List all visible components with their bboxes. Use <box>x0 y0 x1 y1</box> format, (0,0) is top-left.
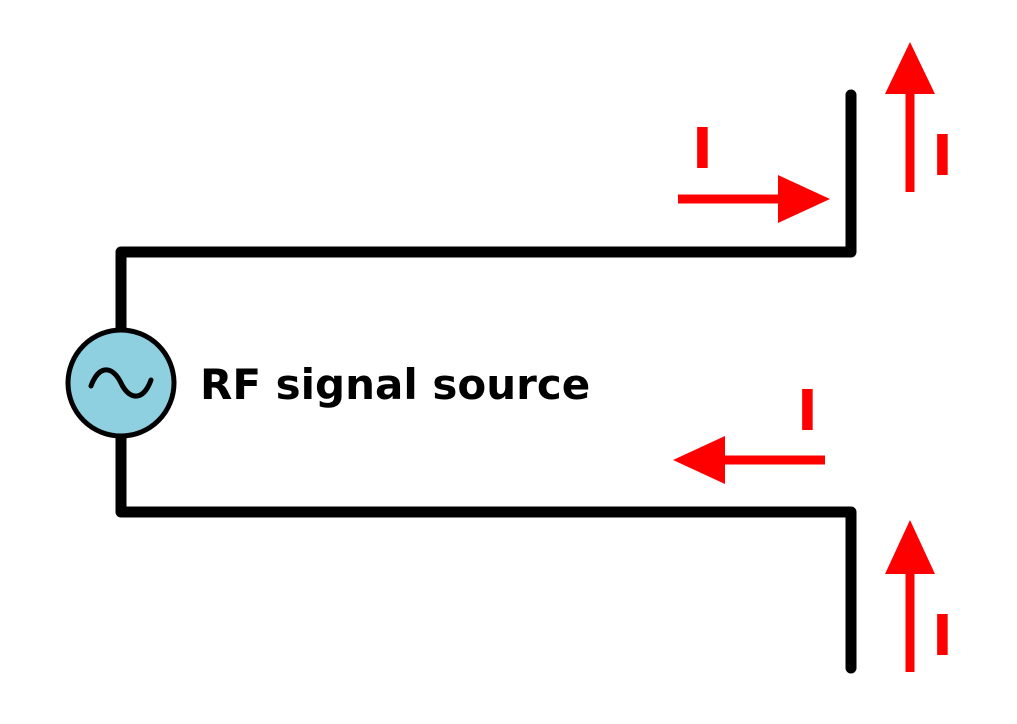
arrow-up-icon <box>885 42 935 192</box>
source-label: RF signal source <box>200 360 590 409</box>
current-label-lower-arm: I <box>932 604 953 669</box>
upper-wire <box>115 89 857 336</box>
current-label-upper-arm: I <box>932 124 953 189</box>
current-label-upper-feed: I <box>692 117 713 182</box>
arrow-up-icon <box>885 520 935 672</box>
ac-source-sine-icon <box>65 327 177 439</box>
arrow-right-icon <box>678 175 830 223</box>
lower-wire <box>115 430 857 674</box>
sine-wave-symbol <box>88 367 154 399</box>
current-arrows: I I I I <box>673 42 953 672</box>
current-label-lower-feed: I <box>797 379 818 444</box>
transmission-line <box>115 89 857 674</box>
arrow-left-icon <box>673 436 825 484</box>
